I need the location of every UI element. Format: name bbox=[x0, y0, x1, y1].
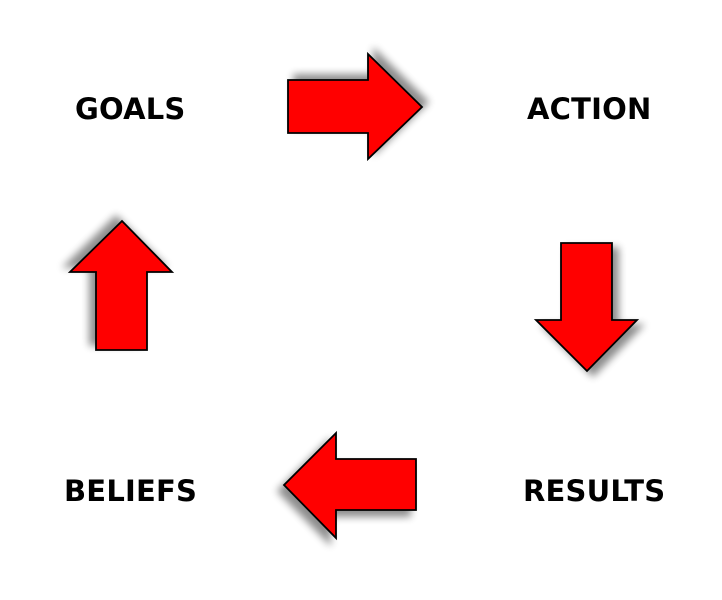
arrow-right-icon bbox=[287, 51, 424, 162]
node-label-results: RESULTS bbox=[523, 474, 666, 508]
arrow-up-icon bbox=[67, 219, 175, 351]
arrow-down-icon bbox=[533, 242, 640, 373]
node-label-beliefs: BELIEFS bbox=[64, 474, 198, 508]
arrow-left-icon bbox=[282, 430, 417, 541]
node-label-goals: GOALS bbox=[75, 92, 186, 126]
node-label-action: ACTION bbox=[527, 92, 652, 126]
